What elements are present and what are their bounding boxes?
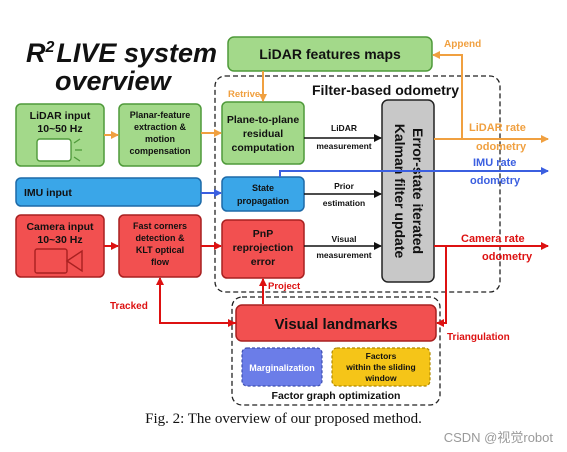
pnp-line1: PnP [253, 228, 273, 240]
lidar-rate-line1: LiDAR rate [469, 122, 526, 134]
tracked-arrow-head [228, 319, 236, 327]
planar-feature-box [118, 103, 202, 167]
diagram-title-line2: overview [55, 66, 173, 96]
camera-rate-line1: Camera rate [461, 233, 525, 245]
plane-residual-box [221, 101, 305, 165]
eskf-update-line2: Kalman filter update [392, 124, 408, 259]
fast-corners-line3: KLT optical [136, 245, 184, 255]
imu-rate-line1: IMU rate [473, 157, 516, 169]
plane-residual-line1: Plane-to-plane [227, 114, 300, 126]
arrow-tracked [156, 277, 236, 324]
factors-window-line1: Factors [366, 351, 397, 361]
factor-graph-title: Factor graph optimization [272, 390, 401, 402]
lidar-features-maps-label: LiDAR features maps [259, 46, 401, 62]
factors-window-line3: window [364, 373, 397, 383]
planar-feature-line1: Planar-feature [130, 110, 191, 120]
prior-estimation-line1: Prior [334, 181, 355, 191]
imu-input-label: IMU input [24, 187, 72, 199]
plane-residual-line3: computation [232, 142, 295, 154]
factor-graph-group [231, 296, 441, 406]
lidar-rate-line2: odometry [476, 141, 527, 153]
camera-rate-line2: odometry [482, 251, 533, 263]
fast-corners-line1: Fast corners [133, 221, 187, 231]
fast-corners-line2: detection & [135, 233, 185, 243]
eskf-update-box [381, 99, 435, 283]
arrow-triangulation [436, 246, 447, 327]
planar-feature-line3: motion [145, 134, 175, 144]
planar-feature-line4: compensation [129, 146, 190, 156]
factors-window-box [331, 347, 431, 387]
watermark: CSDN @视觉robot [443, 430, 553, 445]
visual-measurement-line2: measurement [316, 250, 371, 260]
fast-corners-line4: flow [151, 257, 170, 267]
state-propagation-line1: State [252, 183, 274, 193]
lidar-measurement-line1: LiDAR [331, 123, 357, 133]
pnp-line3: error [251, 256, 276, 268]
tracked-label: Tracked [110, 301, 148, 312]
filter-odometry-title: Filter-based odometry [312, 82, 459, 98]
marginalization-label: Marginalization [249, 363, 315, 373]
state-propagation-line2: propagation [237, 196, 289, 206]
diagram-title-line1: R2LIVE system [26, 38, 217, 68]
camera-icon [34, 248, 83, 274]
factors-window-line2: within the sliding [345, 362, 415, 372]
lidar-sensor-icon [36, 138, 82, 162]
lidar-measurement-line2: measurement [316, 141, 371, 151]
visual-landmarks-label: Visual landmarks [274, 316, 397, 333]
prior-estimation-line2: estimation [323, 198, 366, 208]
camera-input-rate: 10~30 Hz [37, 234, 82, 246]
retrive-label: Retrive [228, 89, 260, 100]
visual-measurement-line1: Visual [332, 234, 357, 244]
filter-odometry-group [214, 75, 501, 293]
pnp-line2: reprojection [233, 242, 294, 254]
eskf-update-line1: Error-state iterated [410, 128, 426, 254]
camera-input-label: Camera input [26, 221, 94, 233]
lidar-input-label: LiDAR input [30, 110, 91, 122]
lidar-input-rate: 10~50 Hz [37, 123, 82, 135]
figure-caption: Fig. 2: The overview of our proposed met… [145, 411, 422, 427]
arrow-imu-rate-odometry [279, 167, 549, 177]
imu-rate-line2: odometry [470, 175, 521, 187]
marginalization-box [241, 347, 323, 387]
arrow-append [432, 51, 463, 139]
append-label: Append [444, 39, 481, 50]
planar-feature-line2: extraction & [134, 122, 187, 132]
eskf-update-label: Error-state iterated Kalman filter updat… [392, 124, 426, 259]
triangulation-label: Triangulation [447, 332, 510, 343]
plane-residual-line2: residual [243, 128, 283, 140]
project-label: Project [268, 281, 301, 292]
